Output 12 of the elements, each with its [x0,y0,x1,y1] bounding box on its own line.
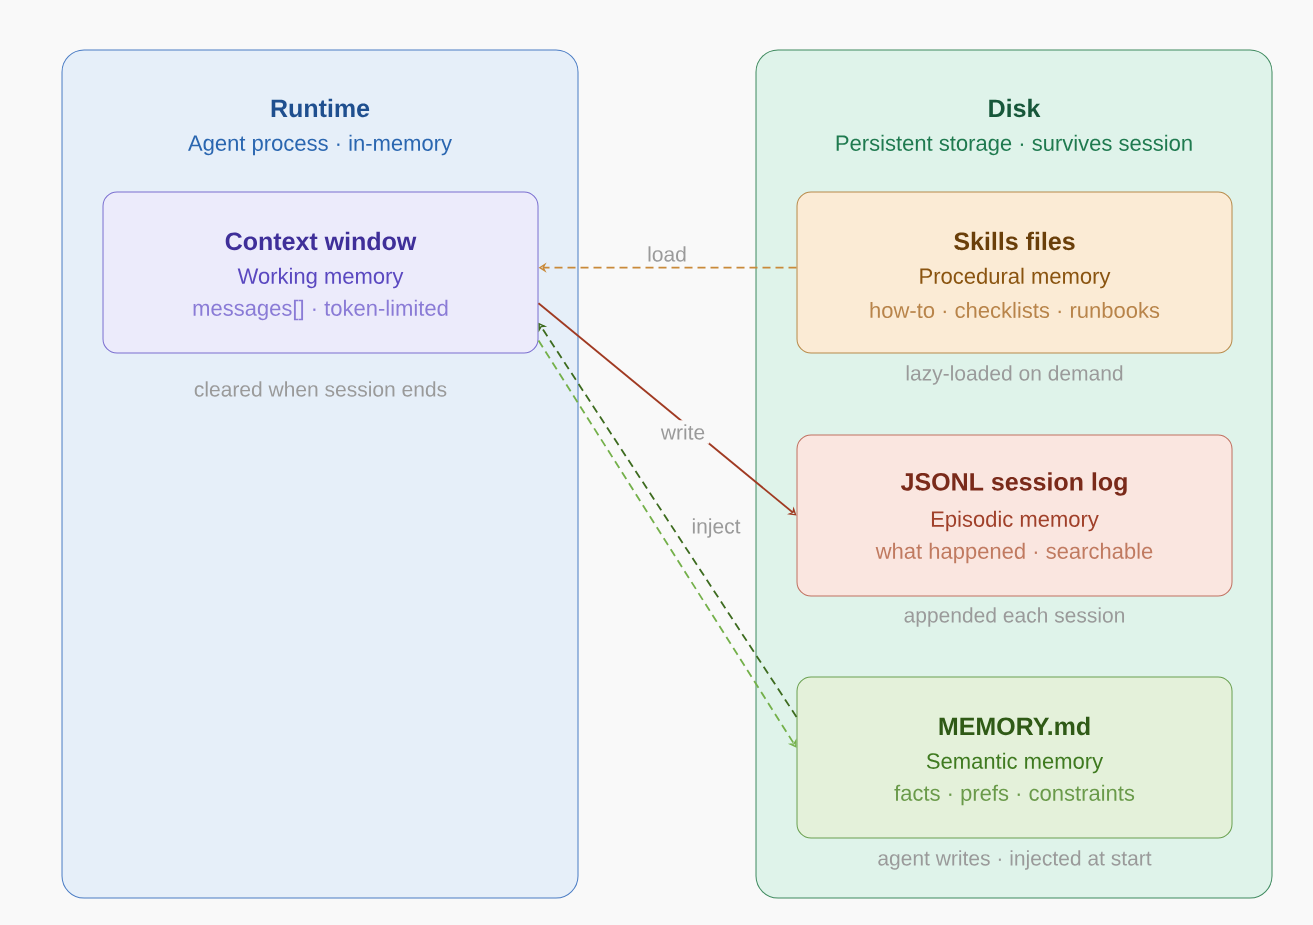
memory-box: MEMORY.md Semantic memory facts · prefs · constraints [796,676,1233,839]
box-note: agent writes · injected at start [878,850,1152,870]
memory-box: JSONL session log Episodic memory what happened · searchable [796,434,1233,597]
box-note: appended each session [904,607,1124,627]
edge-label: write [656,420,710,444]
memory-box: Skills files Procedural memory how-to · checklists · runbooks [796,191,1233,354]
edge-label: inject [687,514,745,542]
edge-label: load [643,242,691,266]
arrow [537,302,797,516]
memory-box: Context window Working memory messages[] · token-limited [102,191,539,354]
box-note: cleared when session ends [194,381,447,397]
box-note: lazy-loaded on demand [906,365,1123,385]
